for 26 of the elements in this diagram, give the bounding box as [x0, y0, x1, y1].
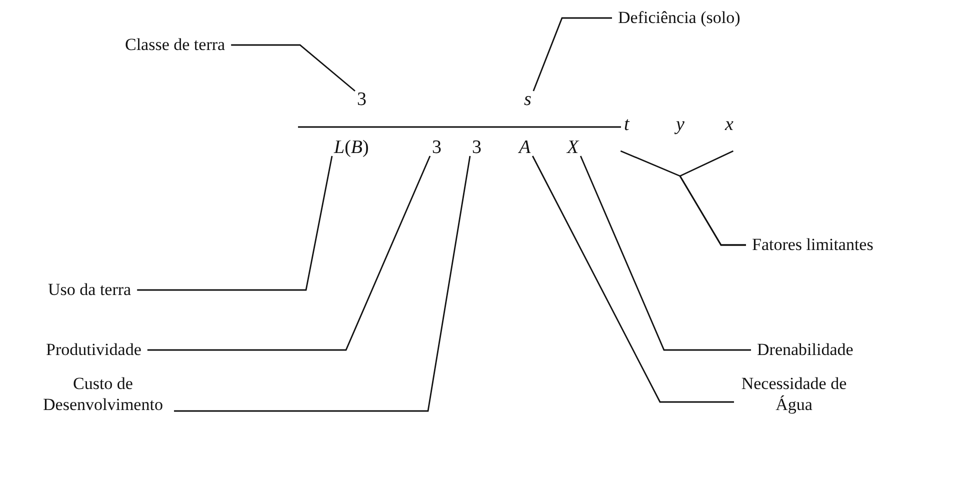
formula-symbol: 3	[472, 137, 482, 158]
formula-symbol: t	[624, 114, 630, 135]
formula-symbol: x	[725, 114, 734, 135]
leader-line	[532, 17, 612, 92]
part-label: Produtividade	[46, 339, 142, 360]
part-label: Deficiência (solo)	[618, 7, 740, 28]
part-label: Drenabilidade	[757, 339, 854, 360]
leader-line	[231, 44, 356, 92]
leader-line	[580, 156, 751, 351]
formula-symbol: X	[567, 137, 579, 158]
formula-symbol: 3	[357, 89, 366, 110]
part-label: Uso da terra	[48, 279, 132, 300]
formula-symbol: s	[524, 89, 532, 110]
formula-symbol: y	[676, 114, 684, 135]
leader-line	[532, 156, 734, 403]
formula-symbol: 3	[432, 137, 442, 158]
leader-line	[147, 156, 431, 351]
leader-line	[174, 156, 471, 412]
formula-symbol: A	[519, 137, 531, 158]
part-label: Fatores limitantes	[752, 234, 874, 255]
leader-line	[679, 150, 746, 246]
formula-symbol: L(B)	[334, 137, 369, 158]
part-label: Necessidade de Água	[740, 373, 848, 415]
part-label: Custo de Desenvolvimento	[38, 373, 168, 415]
part-label: Classe de terra	[125, 34, 226, 55]
leader-line	[137, 156, 333, 291]
